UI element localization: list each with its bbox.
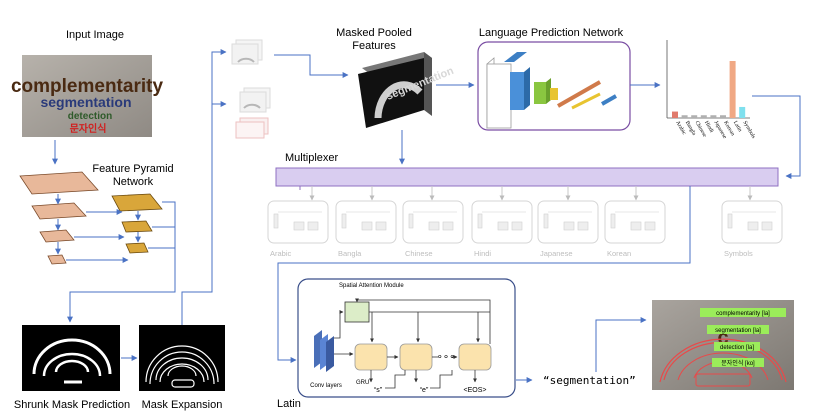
recognizer-label-symbols: Symbols — [724, 249, 753, 258]
recognizer-cell — [511, 221, 523, 231]
lpn-title: Language Prediction Network — [479, 27, 624, 39]
token-s: “s” — [374, 387, 383, 394]
multiplexer-bar — [275, 167, 779, 187]
input-word-segmentation: segmentation — [40, 94, 131, 110]
recognizer-cell — [273, 213, 279, 229]
recognizer-cell — [630, 221, 642, 231]
fpn-top-down — [111, 193, 163, 254]
sequence-dots: ∘∘∘ — [437, 352, 456, 363]
masked-features-title-line2: Features — [352, 40, 396, 52]
multiplexer-title: Multiplexer — [285, 152, 339, 164]
result-tag-0: complementarity [la] — [716, 311, 770, 317]
bar-bangla — [681, 115, 688, 118]
bar-arabic — [672, 111, 678, 118]
recognizer-heads: Arabic Bangla Chinese Hindi Japanese Korean Sy… — [267, 200, 783, 258]
result-tags: complementarity [la] segmentation [la] d… — [700, 308, 786, 367]
bar-chinese — [691, 115, 698, 118]
input-image: complementarity segmentation detection 문… — [11, 55, 163, 137]
recognizer-cell — [477, 213, 483, 229]
shrunk-mask-title: Shrunk Mask Prediction — [14, 399, 130, 411]
latin-head-box — [297, 278, 516, 398]
cropped-thumbnails — [231, 39, 271, 139]
input-word-complementarity: complementarity — [11, 76, 163, 97]
attention-label-line: Spatial Attention Module — [339, 283, 404, 289]
bar-latin — [729, 61, 736, 118]
recognizer-label-hindi: Hindi — [474, 249, 491, 258]
recognizer-label-bangla: Bangla — [338, 249, 362, 258]
language-probability-chart: ArabicBanglaChineseHindiJapaneseKoreanLa… — [666, 40, 756, 140]
result-tag-2: detection [la] — [720, 345, 754, 351]
recognizer-cell — [543, 213, 549, 229]
masked-features-block: segmentation — [358, 52, 456, 128]
fpn-title-line2: Network — [113, 176, 154, 188]
recognizer-cell — [747, 221, 759, 231]
input-word-detection: detection — [68, 111, 112, 122]
bar-label-symbols: Symbols — [741, 120, 756, 140]
gru-label: GRU — [356, 380, 369, 386]
recognizer-cell — [375, 221, 387, 231]
lpn-network-diagram — [486, 52, 617, 129]
recognizer-label-chinese: Chinese — [405, 249, 433, 258]
mask-expansion-image — [139, 325, 225, 391]
recognizer-cell — [307, 221, 319, 231]
recognizer-cell — [563, 221, 575, 231]
conv-layers — [314, 330, 334, 372]
fpn-bottom-up — [19, 171, 99, 265]
bar-japanese — [710, 115, 717, 118]
shrunk-mask-image — [22, 325, 120, 391]
recognizer-label-arabic: Arabic — [270, 249, 292, 258]
recognizer-cell — [428, 221, 440, 231]
recognizer-cell — [727, 213, 733, 229]
result-tag-1: segmentation [la] — [715, 328, 761, 334]
input-word-korean: 문자인식 — [70, 122, 107, 135]
recognizer-label-korean: Korean — [607, 249, 631, 258]
svg-text:c: c — [717, 327, 728, 349]
recognizer-cell — [293, 221, 305, 231]
latin-head-title: Latin — [277, 398, 301, 410]
bar-label-hindi: Hindi — [703, 120, 715, 134]
recognizer-cell — [497, 221, 509, 231]
recognizer-label-japanese: Japanese — [540, 249, 573, 258]
bar-hindi — [700, 115, 707, 118]
mask-expansion-title: Mask Expansion — [142, 399, 223, 411]
bar-label-latin: Latin — [732, 120, 743, 133]
masked-features-title-line1: Masked Pooled — [336, 27, 412, 39]
output-text: “segmentation” — [543, 374, 636, 387]
bar-symbols — [739, 106, 746, 118]
fpn-title-line1: Feature Pyramid — [92, 163, 173, 175]
input-image-title: Input Image — [66, 29, 124, 41]
recognizer-cell — [361, 221, 373, 231]
result-tag-3: 문자인식 [ko] — [721, 359, 755, 367]
recognizer-cell — [442, 221, 454, 231]
token-eos: <EOS> — [464, 387, 487, 394]
recognizer-cell — [761, 221, 773, 231]
token-e: “e” — [420, 387, 429, 394]
gru-cells — [354, 343, 492, 371]
recognizer-cell — [408, 213, 414, 229]
recognizer-cell — [341, 213, 347, 229]
bar-korean — [720, 115, 726, 118]
conv-layers-label: Conv layers — [310, 383, 342, 389]
recognizer-cell — [577, 221, 589, 231]
recognizer-cell — [610, 213, 616, 229]
spatial-attention-module — [344, 301, 370, 323]
recognizer-cell — [644, 221, 656, 231]
